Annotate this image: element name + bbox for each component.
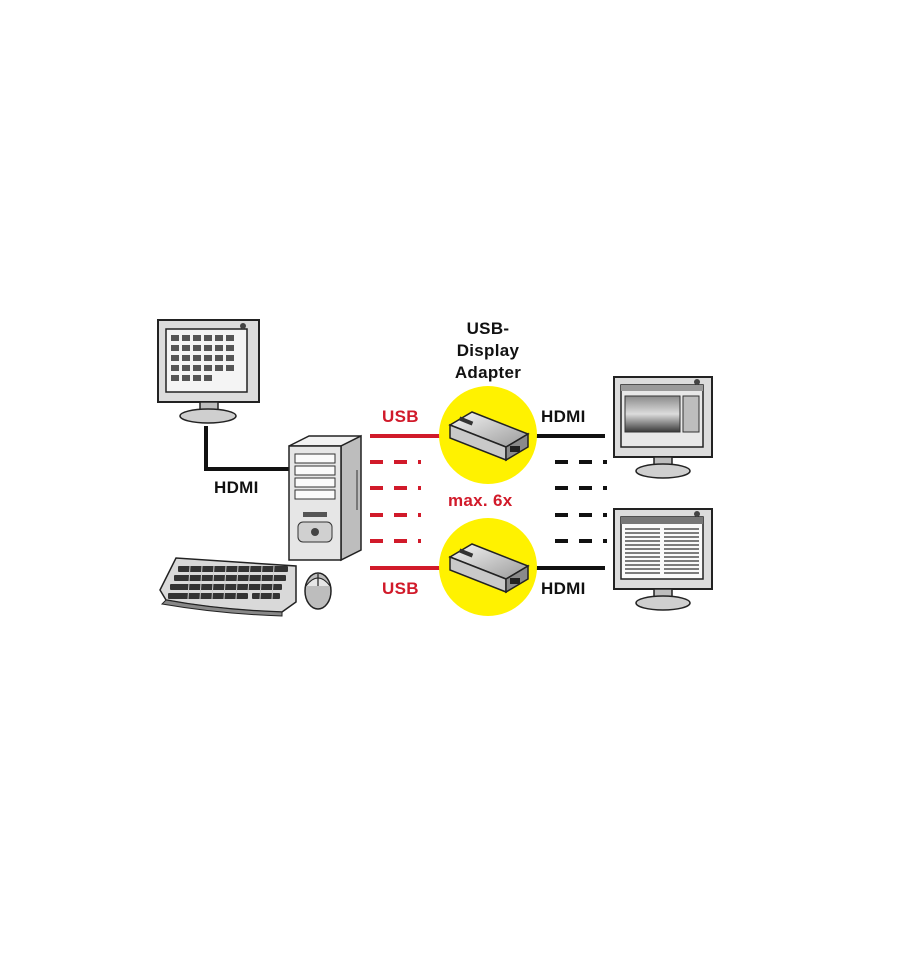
bottom-usb-label: USB — [382, 579, 419, 598]
top-usb-label: USB — [382, 407, 419, 426]
top-right-monitor-icon — [613, 376, 713, 479]
pc-tower-icon — [288, 434, 362, 562]
adapter-title-line-2: Display — [456, 341, 520, 360]
mouse-icon — [304, 572, 332, 610]
dashed-usb-lines — [370, 460, 421, 543]
bottom-right-monitor-icon — [613, 508, 713, 611]
adapter-title: USB- Display Adapter — [428, 318, 548, 384]
bottom-usb-adapter-icon — [439, 518, 537, 616]
bottom-hdmi-label: HDMI — [541, 579, 586, 598]
top-usb-adapter-icon — [439, 386, 537, 484]
adapter-title-line-3: Adapter — [454, 363, 522, 382]
keyboard-icon — [159, 557, 297, 617]
left-monitor-icon — [157, 319, 260, 424]
left-hdmi-label: HDMI — [214, 478, 259, 497]
max-count-label: max. 6x — [448, 491, 513, 510]
adapter-title-line-1: USB- — [466, 319, 510, 338]
dashed-hdmi-lines — [555, 460, 607, 543]
left-hdmi-cable — [204, 426, 289, 471]
top-hdmi-label: HDMI — [541, 407, 586, 426]
